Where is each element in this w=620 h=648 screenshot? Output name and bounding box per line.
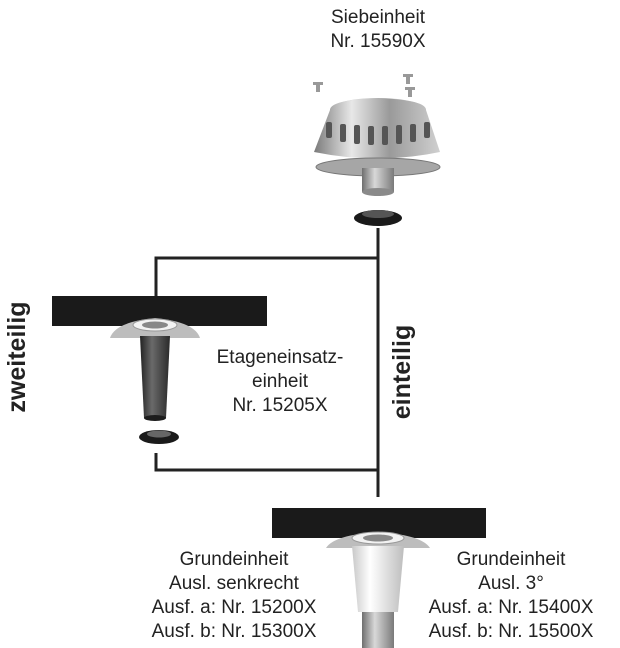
- grund-3-subtitle: Ausl. 3°: [478, 573, 544, 594]
- grund-3-title: Grundeinheit: [456, 549, 566, 570]
- etage-unit-image: [52, 296, 267, 444]
- etage-label: Etageneinsatz- einheit Nr. 15205X: [180, 346, 380, 418]
- grund-senkrecht-title: Grundeinheit: [179, 549, 289, 570]
- siebeinheit-title: Siebeinheit: [330, 7, 426, 28]
- grund-3-variant-a: Ausf. a: Nr. 15400X: [428, 597, 594, 618]
- einteilig-label: einteilig: [388, 324, 416, 420]
- grund-senkrecht-label: Grundeinheit Ausl. senkrecht Ausf. a: Nr…: [120, 548, 348, 644]
- top-connector: [154, 256, 378, 296]
- etage-subtitle: einheit: [252, 371, 308, 392]
- connector-lines: [154, 228, 380, 497]
- siebeinheit-number: Nr. 15590X: [330, 31, 426, 52]
- grund-unit-image: [272, 508, 486, 648]
- sieb-unit-image: [313, 74, 441, 226]
- grund-3-label: Grundeinheit Ausl. 3° Ausf. a: Nr. 15400…: [404, 548, 618, 644]
- grund-senkrecht-variant-b: Ausf. b: Nr. 15300X: [151, 621, 317, 642]
- zweiteilig-label: zweiteilig: [3, 301, 31, 413]
- grund-senkrecht-subtitle: Ausl. senkrecht: [169, 573, 299, 594]
- screw-icon: [313, 74, 415, 97]
- grund-3-variant-b: Ausf. b: Nr. 15500X: [428, 621, 594, 642]
- etage-number: Nr. 15205X: [232, 395, 328, 416]
- siebeinheit-label: Siebeinheit Nr. 15590X: [298, 6, 458, 54]
- etage-title: Etageneinsatz-: [216, 347, 344, 368]
- grund-senkrecht-variant-a: Ausf. a: Nr. 15200X: [151, 597, 317, 618]
- bottom-connector: [154, 453, 378, 472]
